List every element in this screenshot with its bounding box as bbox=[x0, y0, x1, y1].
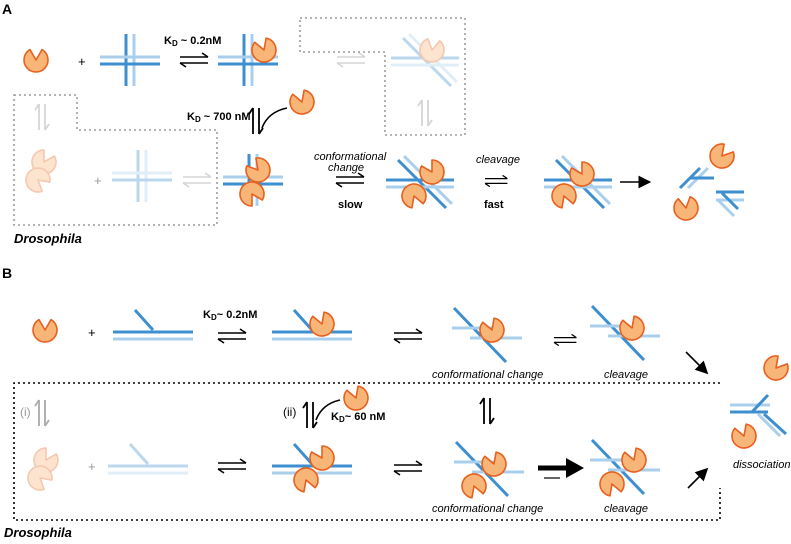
kd-mid-a: KD ~ 700 nM bbox=[187, 111, 251, 124]
dissociation-products bbox=[730, 393, 788, 438]
enzyme-monomer-b-icon bbox=[32, 318, 58, 343]
conformational-change-label-b-bottom: conformational change bbox=[432, 503, 544, 515]
incoming-enzyme-b-icon bbox=[340, 383, 373, 415]
vertical-conformational-arrow bbox=[479, 397, 495, 425]
panel-a-dashed-box-top bbox=[299, 17, 466, 136]
cleavage-label-a: cleavage bbox=[476, 154, 521, 166]
organism-label-b: Drosophila bbox=[4, 525, 72, 540]
incoming-enzyme-b-curve bbox=[315, 399, 341, 421]
conformational-equilibrium-b-arrow bbox=[393, 328, 423, 344]
organism-label-a: Drosophila bbox=[14, 231, 82, 246]
kd-top-b: KD~ 0.2nM bbox=[203, 309, 258, 322]
released-enzyme-bottom-icon bbox=[671, 194, 701, 223]
dissociated-enzyme-top-icon bbox=[758, 351, 791, 386]
flap-dimer-tilted-top-icon bbox=[478, 449, 511, 481]
faded-dimer-b bbox=[22, 442, 190, 495]
flap-tilted-enzyme-icon bbox=[476, 315, 509, 347]
conformational-equilibrium-arrow bbox=[335, 172, 365, 188]
plus-sign-b: + bbox=[88, 325, 96, 340]
released-enzyme-top-icon bbox=[704, 139, 739, 174]
faded-dimer-left bbox=[20, 103, 212, 204]
panel-b-dashed-box bbox=[13, 382, 721, 521]
flap-dimer-tilted-bottom-icon bbox=[457, 469, 490, 501]
step-i-equilibrium-arrow bbox=[34, 399, 50, 427]
step-ii-equilibrium-arrow bbox=[302, 401, 318, 429]
panel-b-label: B bbox=[2, 265, 13, 281]
faded-complex-top bbox=[336, 32, 461, 127]
cleavage-products bbox=[678, 166, 744, 218]
plus-sign: + bbox=[78, 54, 86, 69]
second-binding-arrow bbox=[248, 107, 264, 135]
dissociation-arrow-bottom bbox=[687, 467, 709, 489]
holliday-junction-icon bbox=[98, 32, 162, 88]
cleavage-label-b-top: cleavage bbox=[604, 369, 649, 381]
fast-cleavage-arrow bbox=[538, 458, 584, 479]
panel-a-dashed-box-left bbox=[13, 94, 218, 226]
cleavage-equilibrium-b-arrow bbox=[553, 333, 578, 347]
panel-a-label: A bbox=[2, 1, 13, 17]
step-ii-label: (ii) bbox=[283, 405, 297, 419]
kd-low-b: KD~ 60 nM bbox=[331, 411, 386, 424]
slow-label: slow bbox=[338, 199, 363, 211]
enzyme-monomer-icon bbox=[23, 48, 49, 73]
cleaved-enzyme-bottom-icon bbox=[547, 179, 580, 211]
dissociated-enzyme-bottom-icon bbox=[728, 421, 761, 453]
dissociation-label: dissociation bbox=[733, 459, 791, 471]
bound-enzyme-icon bbox=[248, 35, 281, 67]
conformational-change-label-b-top: conformational change bbox=[432, 369, 544, 381]
conformational-equilibrium-b2-arrow bbox=[393, 460, 423, 476]
conformational-change-label-a: conformational change bbox=[314, 151, 387, 174]
cleavage-equilibrium-arrow bbox=[484, 174, 509, 188]
fast-label: fast bbox=[484, 199, 504, 211]
binding-equilibrium-arrow bbox=[179, 52, 209, 68]
plus-sign-b-faded: + bbox=[88, 459, 96, 474]
dimer-equilibrium-b-arrow bbox=[217, 458, 247, 474]
step-i-label: (i) bbox=[20, 405, 31, 419]
incoming-enzyme-curve bbox=[261, 107, 288, 129]
cleavage-label-b-bottom: cleavage bbox=[604, 503, 649, 515]
dissociation-arrow-top bbox=[685, 351, 709, 375]
binding-equilibrium-b-arrow bbox=[217, 328, 247, 344]
incoming-enzyme-icon bbox=[286, 87, 319, 119]
plus-sign-faded: + bbox=[94, 173, 102, 188]
flap-bound-enzyme-icon bbox=[306, 309, 339, 341]
kd-top-a: KD ~ 0.2nM bbox=[164, 35, 222, 48]
dimer-enzyme-top-icon bbox=[241, 153, 276, 188]
dimer-enzyme-bottom-icon bbox=[234, 176, 269, 210]
flap-substrate-icon bbox=[111, 308, 195, 341]
